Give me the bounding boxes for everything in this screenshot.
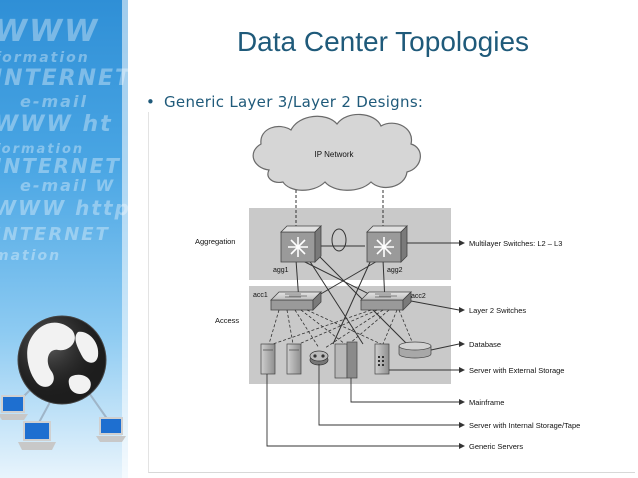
globe-icon — [17, 315, 107, 405]
decorative-side-panel: WWW formation INTERNET e-mail WWW ht for… — [0, 0, 128, 478]
agg2-multilayer-switch — [366, 225, 408, 263]
legend-mainframe: Mainframe — [469, 398, 504, 407]
slide-title: Data Center Topologies — [236, 26, 530, 57]
legend-generic-servers: Generic Servers — [469, 442, 523, 451]
acc1-layer2-switch — [270, 291, 322, 311]
agg2-label: agg2 — [387, 267, 403, 274]
topology-diagram: IP Network Aggregation Access — [195, 113, 580, 451]
access-to-server-links — [268, 309, 414, 349]
bullet-icon: • — [146, 93, 156, 111]
agg1-multilayer-switch — [280, 225, 322, 263]
laptop-icon — [0, 395, 28, 420]
watermark-text: formation — [0, 50, 90, 66]
legend-leader-lines — [266, 242, 460, 447]
database-icon — [398, 341, 432, 359]
legend-server-internal-storage: Server with Internal Storage/Tape — [469, 421, 580, 430]
aggregation-layer-label: Aggregation — [195, 237, 235, 246]
bullet-item: • Generic Layer 3/Layer 2 Designs: — [146, 93, 423, 111]
legend-server-external-storage: Server with External Storage — [469, 366, 564, 375]
access-layer-label: Access — [215, 316, 239, 325]
agg1-label: agg1 — [273, 267, 289, 274]
ip-network-label: IP Network — [315, 150, 355, 159]
tape-storage — [309, 350, 329, 366]
globe-network-illustration — [0, 315, 126, 450]
legend-arrowheads — [459, 240, 465, 449]
bullet-text: Generic Layer 3/Layer 2 Designs: — [164, 93, 424, 111]
mainframe — [334, 341, 358, 379]
acc2-label: acc2 — [411, 293, 426, 300]
watermark-text: WWW ht — [0, 112, 113, 137]
server-with-external-storage — [374, 343, 390, 375]
ip-network-cloud: IP Network — [252, 113, 421, 191]
laptop-icon — [18, 421, 56, 450]
watermark-text: INTERNET — [0, 224, 110, 245]
watermark-text: e-mail — [20, 92, 88, 111]
watermark-text: e-mail W — [20, 176, 116, 195]
watermark-text: WWW — [0, 14, 100, 49]
legend-multilayer-switches: Multilayer Switches: L2 – L3 — [469, 239, 562, 248]
topology-diagram-frame: IP Network Aggregation Access — [148, 112, 635, 473]
laptop-icon — [96, 417, 126, 442]
watermark-text: mation — [0, 248, 62, 264]
generic-server — [260, 343, 276, 375]
acc1-label: acc1 — [253, 292, 268, 299]
legend-layer2-switches: Layer 2 Switches — [469, 306, 526, 315]
server-with-internal-storage — [286, 343, 302, 375]
legend-database: Database — [469, 340, 501, 349]
watermark-text: WWW http — [0, 196, 128, 220]
acc2-layer2-switch — [360, 291, 412, 311]
panel-edge — [122, 0, 128, 478]
watermark-text: INTERNET — [0, 154, 121, 178]
watermark-text: INTERNET — [0, 66, 128, 91]
watermark-text: formation — [0, 142, 85, 157]
